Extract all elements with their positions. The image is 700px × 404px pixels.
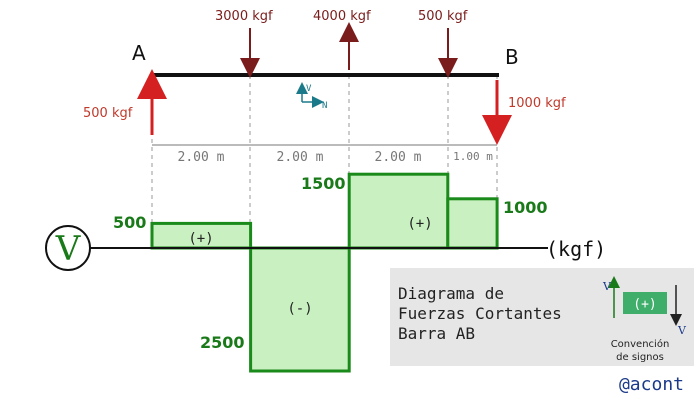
load-label: 4000 kgf — [313, 9, 371, 24]
legend-box: Diagrama de Fuerzas Cortantes Barra AB V… — [390, 268, 694, 366]
author-handle: @acont — [619, 374, 684, 395]
beam-end-b: B — [505, 45, 519, 69]
legend-title-line: Diagrama de — [398, 284, 504, 303]
load-arrows: 500 kgf 3000 kgf 4000 kgf 500 kgf 1000 k… — [83, 9, 566, 145]
sign-label: (+) — [188, 231, 213, 247]
shear-block-positive — [446, 197, 499, 250]
shear-symbol: V — [45, 225, 91, 271]
convention-label: de signos — [616, 352, 664, 363]
convention-v-bottom: V — [677, 324, 687, 337]
convention-label: Convención — [611, 338, 670, 350]
dimension-line: 2.00 m 2.00 m 2.00 m 1.00 m — [152, 144, 497, 165]
shear-block-negative — [249, 246, 351, 373]
shear-value-label: 2500 — [200, 333, 245, 352]
segment-label: 2.00 m — [375, 150, 422, 165]
axes-icon: V N — [296, 82, 327, 111]
shear-block-positive — [150, 221, 253, 250]
legend-title-line: Barra AB — [398, 324, 475, 343]
load-label: 500 kgf — [83, 106, 133, 121]
beam-end-a: A — [132, 41, 146, 65]
shear-value-label: 1500 — [301, 174, 346, 193]
axis-v-label: V — [306, 84, 312, 94]
shear-block-positive — [347, 172, 450, 250]
convention-v-top: V — [602, 280, 612, 293]
axis-unit: (kgf) — [546, 237, 606, 261]
segment-label: 1.00 m — [453, 150, 493, 163]
shear-blocks — [150, 172, 499, 373]
convention-sign: (+) — [633, 297, 656, 312]
axis-n-label: N — [322, 101, 327, 111]
segment-label: 2.00 m — [178, 150, 225, 165]
convention-block — [623, 292, 667, 314]
shear-symbol-letter: V — [55, 229, 82, 269]
segment-label: 2.00 m — [277, 150, 324, 165]
load-label: 1000 kgf — [508, 96, 566, 111]
sign-label: (+) — [407, 216, 432, 232]
load-label: 3000 kgf — [215, 9, 273, 24]
shear-value-label: 500 — [113, 213, 146, 232]
load-label: 500 kgf — [418, 9, 468, 24]
shear-value-label: 1000 — [503, 198, 548, 217]
legend-title-line: Fuerzas Cortantes — [398, 304, 562, 323]
sign-label: (-) — [287, 301, 312, 317]
